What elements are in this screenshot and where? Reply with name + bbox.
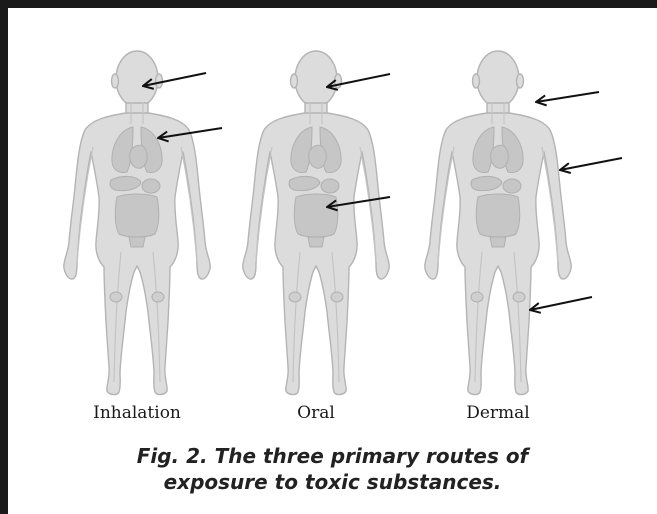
label-dermal: Dermal [418, 403, 578, 423]
caption-line-1: Fig. 2. The three primary routes of [8, 443, 657, 469]
arrow-dermal-forearm [560, 158, 622, 170]
human-figure-oral [243, 51, 389, 395]
human-figure-inhalation [64, 51, 210, 395]
arrow-dermal-shoulder [536, 92, 599, 102]
label-inhalation: Inhalation [57, 403, 217, 423]
caption-line-2: exposure to toxic substances. [8, 469, 657, 495]
human-figure-dermal [425, 51, 571, 395]
figure-caption: Fig. 2. The three primary routes of expo… [8, 443, 657, 495]
arrow-dermal-knee [530, 297, 592, 310]
label-oral: Oral [236, 403, 396, 423]
